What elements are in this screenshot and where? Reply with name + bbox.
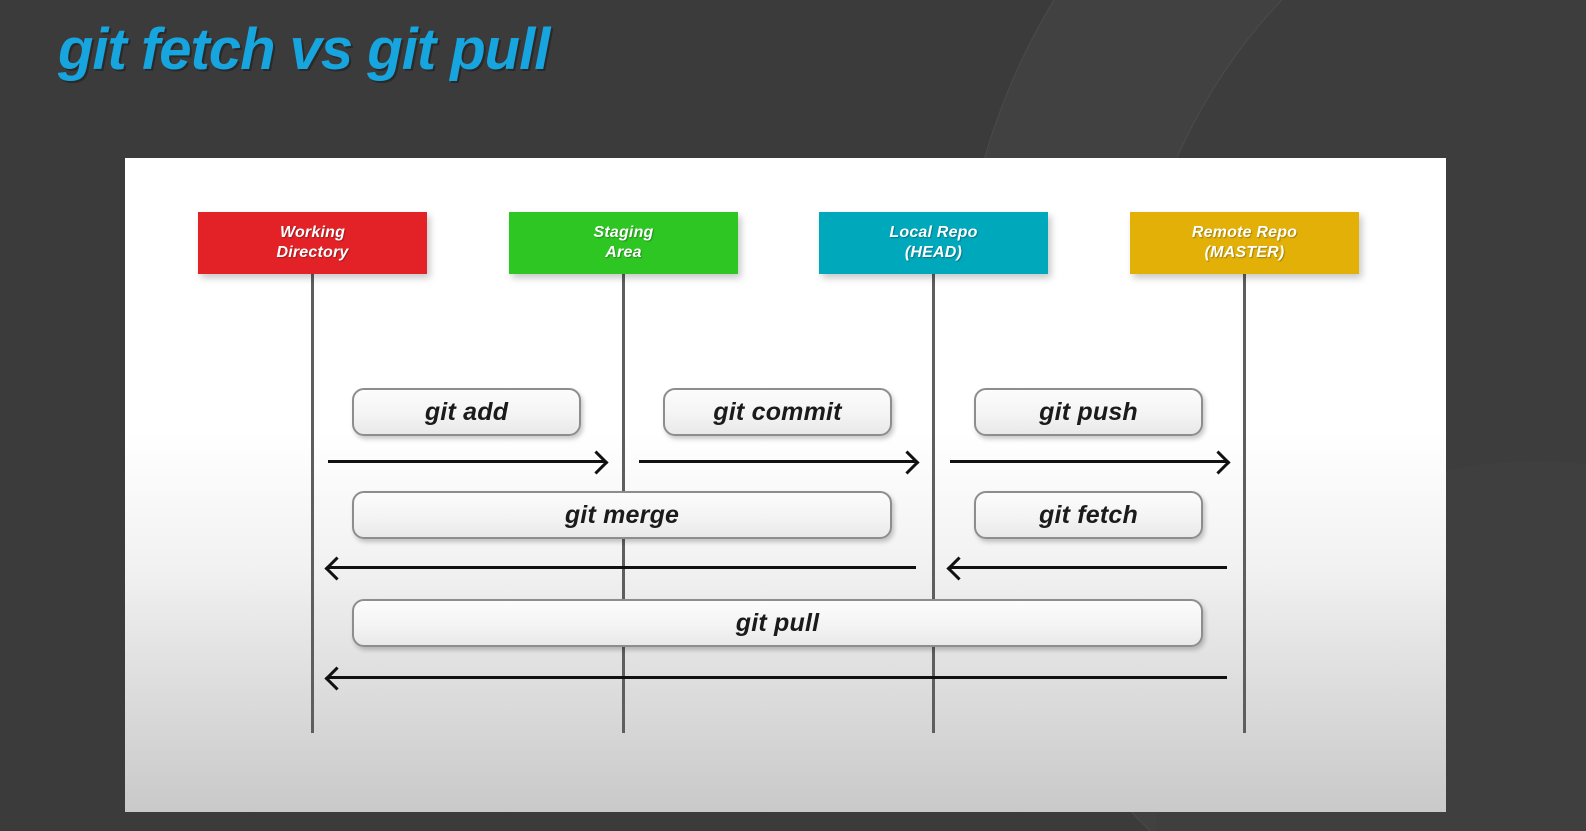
arrow-shaft (328, 460, 605, 463)
lane-header-working-directory[interactable]: Working Directory (198, 212, 427, 274)
lane-label-line2: Directory (276, 244, 349, 261)
lane-line-working-directory (311, 274, 314, 733)
lane-label-line1: Staging (593, 224, 654, 242)
lane-header-staging-area[interactable]: Staging Area (509, 212, 738, 274)
arrow-head-right-icon (1206, 450, 1231, 475)
command-pill-git-merge[interactable]: git merge (352, 491, 892, 539)
lane-label-line2: (MASTER) (1204, 244, 1285, 261)
arrow-shaft (950, 460, 1227, 463)
command-label: git push (1039, 397, 1138, 426)
arrow-head-left-icon (324, 666, 349, 691)
command-label: git add (424, 397, 509, 426)
lane-line-local-repo (932, 274, 935, 733)
arrow-shaft (328, 566, 916, 569)
command-pill-git-commit[interactable]: git commit (663, 388, 892, 436)
command-label: git pull (735, 608, 820, 637)
arrow-head-right-icon (584, 450, 609, 475)
arrow-git-pull (324, 666, 1227, 691)
arrow-git-push (950, 450, 1231, 475)
arrow-git-merge (324, 556, 916, 581)
diagram-panel: Working Directory Staging Area Local Rep… (125, 158, 1446, 812)
lane-label-line1: Working (279, 224, 346, 242)
arrow-git-fetch (946, 556, 1227, 581)
arrow-shaft (328, 676, 1227, 679)
command-label: git merge (564, 500, 680, 529)
page-title: git fetch vs git pull (58, 17, 550, 82)
command-pill-git-push[interactable]: git push (974, 388, 1203, 436)
command-label: git commit (713, 397, 842, 426)
arrow-head-right-icon (895, 450, 920, 475)
command-pill-git-pull[interactable]: git pull (352, 599, 1203, 647)
arrow-head-left-icon (946, 556, 971, 581)
lane-label-line2: (HEAD) (904, 244, 963, 261)
arrow-head-left-icon (324, 556, 349, 581)
command-pill-git-fetch[interactable]: git fetch (974, 491, 1203, 539)
command-label: git fetch (1038, 500, 1139, 529)
arrow-git-add (328, 450, 609, 475)
lane-line-remote-repo (1243, 274, 1246, 733)
arrow-git-commit (639, 450, 920, 475)
command-pill-git-add[interactable]: git add (352, 388, 581, 436)
arrow-shaft (639, 460, 916, 463)
lane-label-line1: Local Repo (889, 224, 978, 242)
lane-label-line1: Remote Repo (1191, 224, 1298, 242)
lane-header-remote-repo[interactable]: Remote Repo (MASTER) (1130, 212, 1359, 274)
arrow-shaft (950, 566, 1227, 569)
lane-label-line2: Area (605, 244, 642, 261)
lane-header-local-repo[interactable]: Local Repo (HEAD) (819, 212, 1048, 274)
